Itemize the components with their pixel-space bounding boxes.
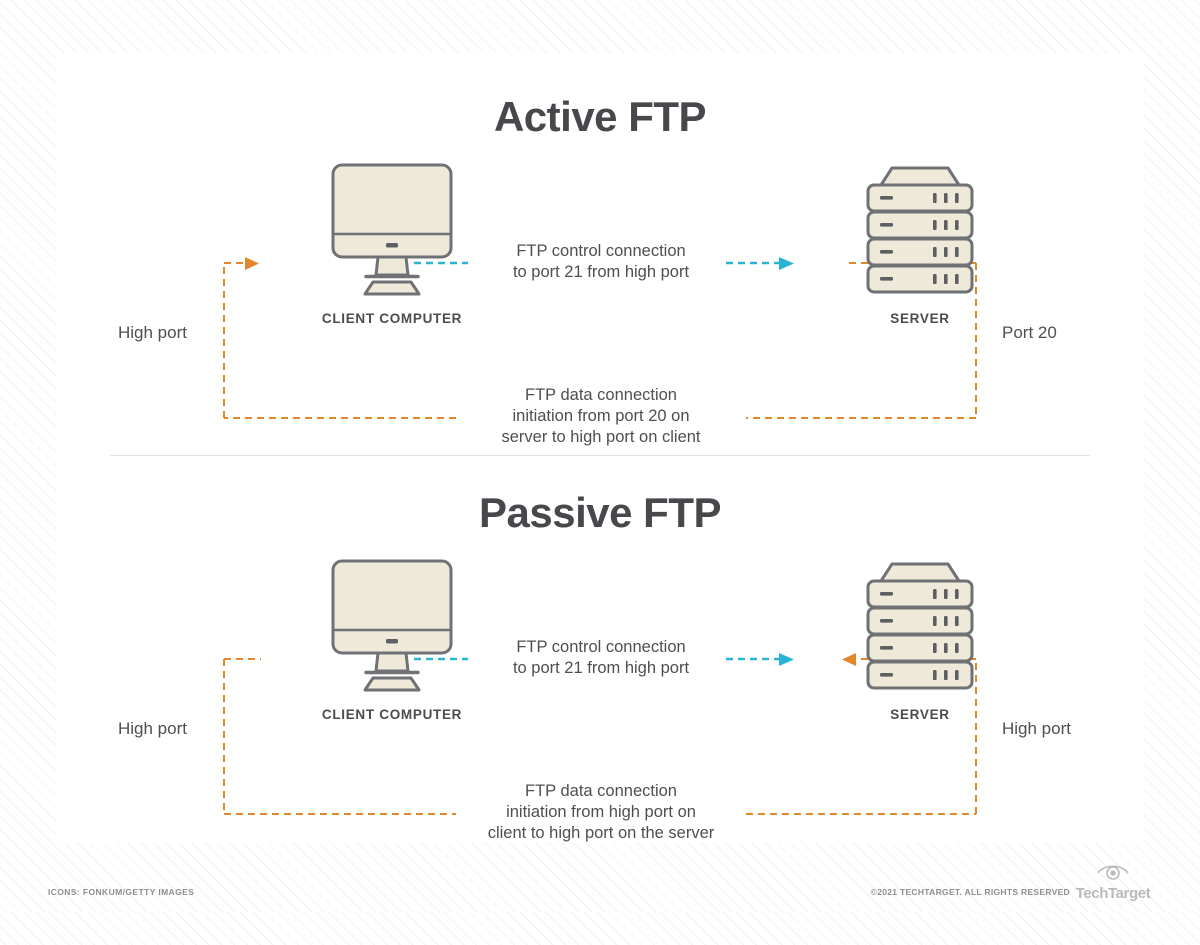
device-client-active: CLIENT COMPUTER xyxy=(270,161,514,326)
caption-data-line3: server to high port on client xyxy=(501,428,701,446)
section-divider xyxy=(110,455,1090,456)
brand-name: TechTarget xyxy=(1075,885,1151,902)
caption-control-connection-passive: FTP control connection to port 21 from h… xyxy=(436,637,766,679)
caption-data-line2: initiation from port 20 on xyxy=(512,407,690,425)
port-label-left-passive: High port xyxy=(118,719,187,738)
desktop-monitor-icon xyxy=(331,163,453,296)
port-label-right-active: Port 20 xyxy=(1002,323,1057,342)
port-label-right-passive: High port xyxy=(1002,719,1071,738)
caption-data-line1: FTP data connection xyxy=(525,386,677,404)
server-rack-icon xyxy=(866,562,974,690)
device-label-server-active: SERVER xyxy=(890,311,950,326)
port-label-left-active: High port xyxy=(118,323,187,342)
device-label-server-passive: SERVER xyxy=(890,707,950,722)
caption-control-line2: to port 21 from high port xyxy=(512,659,690,677)
device-client-passive: CLIENT COMPUTER xyxy=(270,557,514,722)
device-server-passive: SERVER xyxy=(806,557,1034,722)
caption-control-line2: to port 21 from high port xyxy=(512,263,690,281)
server-rack-icon xyxy=(866,166,974,294)
caption-data-connection-passive: FTP data connection initiation from high… xyxy=(436,781,766,844)
page-title-active-ftp: Active FTP xyxy=(493,93,707,140)
page-title-passive-ftp: Passive FTP xyxy=(479,489,721,536)
data-arrowhead-to-client-active xyxy=(245,257,259,270)
brand-logo: TechTarget xyxy=(1074,862,1152,902)
footer-icon-credit: ICONS: FONKUM/GETTY IMAGES xyxy=(48,887,195,897)
eye-logo-icon xyxy=(1097,865,1129,880)
caption-control-line1: FTP control connection xyxy=(516,638,686,656)
caption-data-line1: FTP data connection xyxy=(525,782,677,800)
device-label-client-passive: CLIENT COMPUTER xyxy=(321,707,463,722)
caption-data-line2: initiation from high port on xyxy=(506,803,696,821)
diagram-card: Active FTP xyxy=(56,53,1144,843)
caption-control-connection-active: FTP control connection to port 21 from h… xyxy=(436,241,766,283)
device-server-active: SERVER xyxy=(806,161,1034,326)
device-label-client-active: CLIENT COMPUTER xyxy=(321,311,463,326)
control-arrowhead-to-server-active xyxy=(779,257,794,270)
control-arrowhead-to-server-passive xyxy=(779,653,794,666)
desktop-monitor-icon xyxy=(331,559,453,692)
diagram-passive-ftp: CLIENT COMPUTER xyxy=(56,549,1144,945)
footer-copyright: ©2021 TECHTARGET. ALL RIGHTS RESERVED xyxy=(870,887,1070,897)
caption-control-line1: FTP control connection xyxy=(516,242,686,260)
caption-data-connection-active: FTP data connection initiation from port… xyxy=(436,385,766,448)
caption-data-line3: client to high port on the server xyxy=(487,824,715,842)
